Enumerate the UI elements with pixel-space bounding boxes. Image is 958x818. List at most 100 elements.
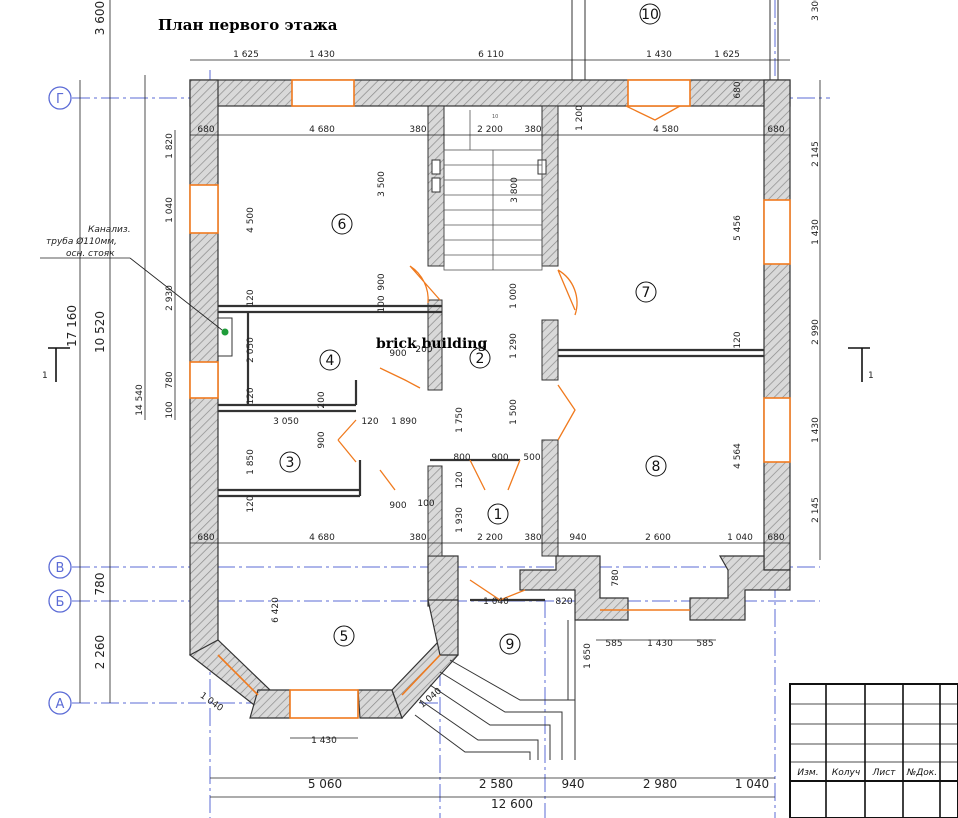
stair-mark: 10	[492, 114, 498, 120]
dim-1850: 1 850	[246, 449, 256, 475]
dim-left-inner-4: 780	[165, 371, 175, 388]
dim-left-inner-5: 100	[165, 401, 175, 418]
dim-1750: 1 750	[455, 407, 465, 433]
svg-text:7: 7	[642, 285, 651, 301]
dim-1430-c: 1 430	[311, 736, 337, 746]
dim-lines	[79, 0, 821, 798]
dim-1040-b: 1 040	[483, 597, 509, 607]
dim-right-top: 3 300	[811, 0, 821, 21]
dim-bottom-3: 940	[562, 777, 585, 791]
dim-top-2: 1 430	[309, 50, 335, 60]
dim-right-1: 2 145	[811, 141, 821, 167]
dim-3800: 3 800	[510, 177, 520, 203]
section-label-left: 1	[42, 371, 48, 381]
staircase	[443, 110, 543, 271]
dim-bottom-4: 2 980	[643, 777, 677, 791]
dim-left-inner-2: 1 040	[165, 197, 175, 223]
dim-900-a: 900	[377, 273, 387, 290]
dim-total-width: 12 600	[491, 797, 533, 811]
dim-4564: 4 564	[733, 443, 743, 469]
dim-380-b: 380	[409, 533, 426, 543]
svg-text:2: 2	[476, 351, 485, 367]
svg-text:В: В	[56, 561, 65, 576]
room-2: 2	[469, 347, 491, 369]
stamp-col-4: №Док.	[906, 768, 937, 778]
dim-1890: 1 890	[391, 417, 417, 427]
dim-6420: 6 420	[271, 597, 281, 623]
dim-585-a: 585	[605, 639, 622, 649]
dim-120-b: 120	[246, 387, 256, 404]
dim-5456: 5 456	[733, 215, 743, 241]
door-swings	[337, 105, 681, 601]
dim-100-b: 100	[417, 499, 434, 509]
svg-text:6: 6	[338, 217, 347, 233]
dim-1650: 1 650	[583, 643, 593, 669]
dim-820: 820	[555, 597, 572, 607]
dim-inner-4: 2 200	[477, 125, 503, 135]
room-7: 7	[635, 281, 657, 303]
dim-2600: 2 600	[645, 533, 671, 543]
dim-left-3: 10 520	[93, 311, 107, 353]
room-4: 4	[319, 349, 341, 371]
dim-120-d: 120	[361, 417, 378, 427]
dim-120-e: 120	[733, 331, 743, 348]
title-block	[789, 683, 958, 818]
room-3: 3	[279, 451, 301, 473]
room-5: 5	[333, 625, 355, 647]
svg-text:8: 8	[652, 459, 661, 475]
axis-marker-a: А	[48, 691, 72, 715]
dim-900-c: 900	[317, 431, 327, 448]
windows	[189, 79, 791, 719]
dim-left-inner-3: 2 930	[165, 285, 175, 311]
dim-200-b: 200	[317, 391, 327, 408]
svg-text:10: 10	[641, 7, 659, 23]
dim-inner-8: 680	[767, 125, 784, 135]
dim-900-e: 900	[389, 501, 406, 511]
svg-text:9: 9	[506, 637, 515, 653]
note-line-3: осн. стояк	[66, 249, 115, 259]
overlay-label: brick building	[376, 336, 487, 352]
dim-940: 940	[569, 533, 586, 543]
axis-marker-b: Б	[48, 589, 72, 613]
svg-text:5: 5	[340, 629, 349, 645]
dim-right-3: 2 990	[811, 319, 821, 345]
porch-steps	[414, 610, 576, 760]
dim-right-5: 2 145	[811, 497, 821, 523]
dim-inner-3: 380	[409, 125, 426, 135]
dim-inner-7: 4 580	[653, 125, 679, 135]
dim-680-b: 680	[197, 533, 214, 543]
dim-bottom-5: 1 040	[735, 777, 769, 791]
upper-elements	[571, 0, 779, 80]
dim-top-3: 6 110	[478, 50, 504, 60]
dim-4680-b: 4 680	[309, 533, 335, 543]
note-line-1: Канализ.	[88, 225, 131, 235]
dim-100-a: 100	[377, 295, 387, 312]
dim-right-4: 1 430	[811, 417, 821, 443]
dim-left-14540: 14 540	[135, 384, 145, 416]
dim-4500: 4 500	[246, 207, 256, 233]
note-line-2: труба Ø110мм,	[46, 236, 117, 247]
dim-bottom-2: 2 580	[479, 777, 513, 791]
dim-inner-5: 380	[524, 125, 541, 135]
dim-left-inner-1: 1 820	[165, 133, 175, 159]
dim-top-4: 1 430	[646, 50, 672, 60]
dim-780-b: 780	[611, 569, 621, 586]
stamp-col-2: Колуч	[832, 768, 860, 778]
dim-500: 500	[523, 453, 540, 463]
dim-120-c: 120	[246, 495, 256, 512]
dim-top-5: 1 625	[714, 50, 740, 60]
dim-3050: 3 050	[273, 417, 299, 427]
drain-pipe-icon	[221, 328, 229, 336]
stamp-col-1: Изм.	[797, 768, 818, 778]
dim-900-b: 900	[389, 349, 406, 359]
stamp-col-3: Лист	[872, 768, 897, 778]
svg-text:Б: Б	[56, 595, 65, 610]
dim-200-a: 200	[415, 345, 432, 355]
section-mark-left	[48, 347, 70, 382]
dim-800: 800	[453, 453, 470, 463]
dim-380-c: 380	[524, 533, 541, 543]
svg-text:А: А	[56, 697, 65, 712]
dim-top-1: 1 625	[233, 50, 259, 60]
partitions	[218, 304, 764, 602]
